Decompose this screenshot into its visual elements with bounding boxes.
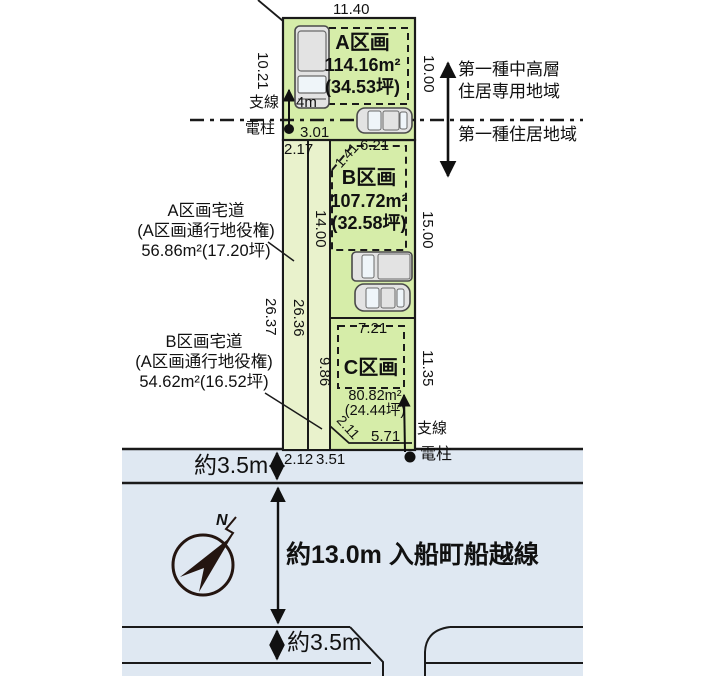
parcel-c-name: C区画 [343,357,399,379]
leader-lines [264,241,323,430]
dim-c-left: 9.86 [315,357,333,387]
pole-dot-icon [284,124,294,134]
pole-dot-icon [404,451,416,463]
guy-wire-label-bottom: 支線 [417,420,448,437]
car-icon [356,107,413,134]
dim-a-left: 10.21 [253,52,271,90]
utility-pole-bottom [397,393,416,463]
dim-top-width: 11.40 [333,1,370,18]
zoning-lower-label: 第一種住居地域 [458,125,577,144]
dim-west-inner: 26.36 [289,299,307,337]
dim-zone-offset: 3.01 [300,124,330,141]
guy-wire-label-top: 支線 [249,94,280,111]
dim-west-outer: 26.37 [261,298,279,336]
parcel-b-box [331,145,407,251]
dim-strip-bottom-2: 3.51 [316,451,346,468]
dim-c-bottom: 5.71 [371,428,401,445]
parcel-c-tsubo: (24.44坪) [344,403,406,419]
dim-strip-bottom-1: 2.12 [284,451,314,468]
road-far-sidewalk-label: 約3.5m [287,629,362,655]
road-name-label: 約13.0m 入船町船越線 [286,541,539,569]
dim-c-top: 7.21 [358,320,388,337]
parcel-c-box [337,325,405,389]
dim-b-left: 14.00 [311,210,329,248]
car-icon [354,283,411,312]
dim-b-right: 15.00 [418,211,436,249]
parcel-b-tsubo: (32.58坪) [331,213,407,233]
road-near-sidewalk-label: 約3.5m [194,452,269,478]
zoning-upper-label-1: 第一種中高層 [458,60,560,79]
compass-icon [171,516,237,597]
parcel-a-name: A区画 [335,32,390,54]
utility-pole-top [257,0,296,134]
pole-label-top: 電柱 [245,120,276,137]
parcel-b-name: B区画 [341,167,397,189]
dim-b-top: 6.21 [360,137,390,154]
car-icon [294,25,330,109]
easement-b-area: 54.62m²(16.52坪) [139,373,269,391]
easement-a-title: A区画宅道 [167,202,245,220]
pole-label-bottom: 電柱 [420,446,453,463]
parcel-b-area: 107.72m² [330,191,408,211]
dim-strip-top: 2.17 [284,141,314,158]
parcel-a-area: 114.16m² [324,55,401,75]
pole-height-label: 4m [296,94,317,111]
parcel-c-area: 80.82m² [348,388,402,404]
parcel-dashed-boxes [316,27,409,389]
dim-c-right: 11.35 [418,350,436,387]
car-icon [351,251,413,282]
dim-a-right: 10.00 [419,55,437,93]
easement-a-subtitle: (A区画通行地役権) [137,222,275,240]
road-arrows [269,451,286,661]
easement-a-area: 56.86m²(17.20坪) [141,242,271,260]
parcel-a-tsubo: (34.53坪) [324,77,401,97]
easement-b-title: B区画宅道 [165,333,243,351]
zoning-upper-label-2: 住居専用地域 [458,82,560,101]
compass-north-label: N [216,512,228,529]
easement-b-subtitle: (A区画通行地役権) [135,353,273,371]
